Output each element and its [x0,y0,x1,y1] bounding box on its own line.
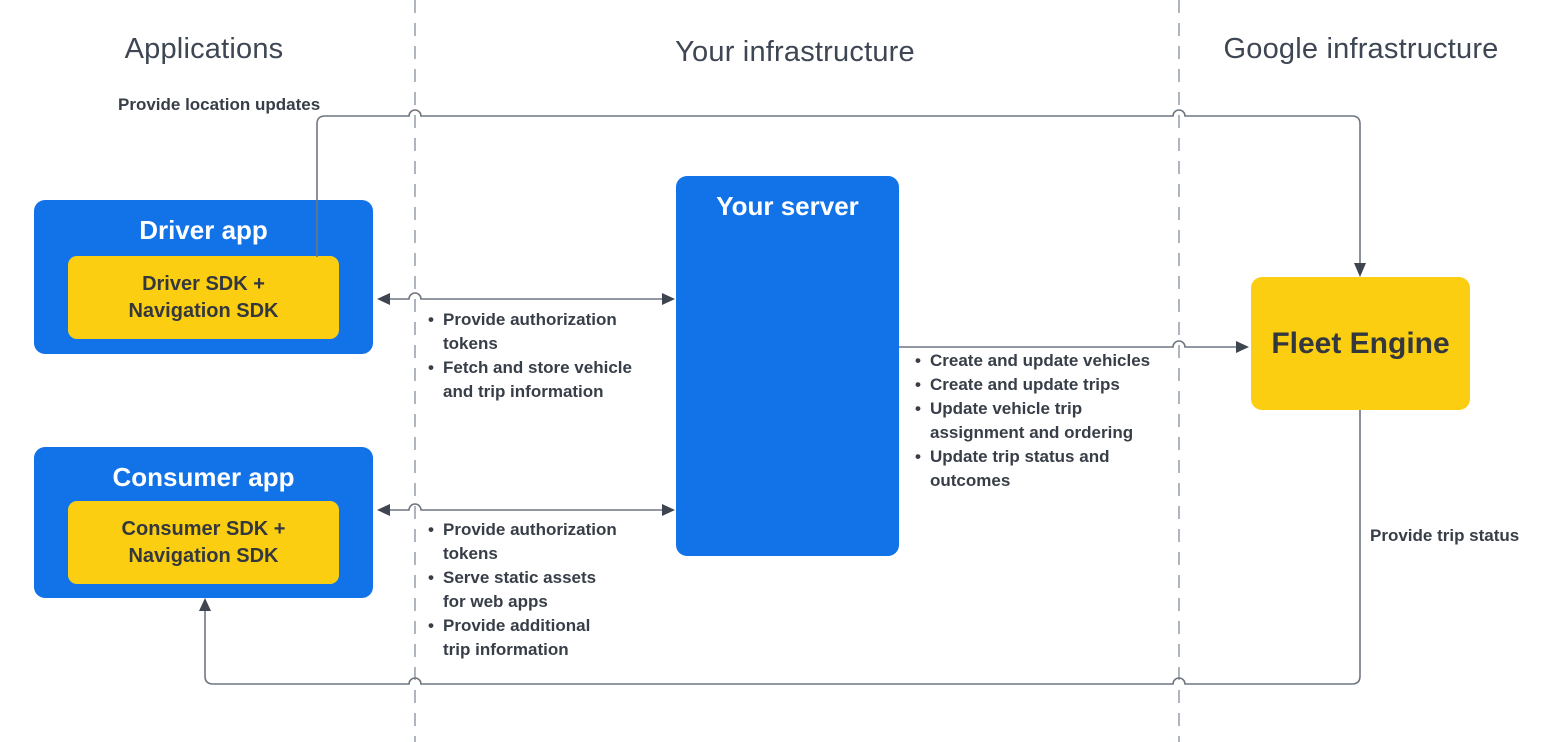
edge-consumer-server [388,503,664,511]
consumer-server-bullet-list: Provide authorization tokens Serve stati… [428,518,668,662]
provide-trip-status-label: Provide trip status [1370,526,1520,545]
arrowhead-into-driver-app [377,293,390,305]
server-fleet-bullet-list: Create and update vehicles Create and up… [915,349,1185,493]
bullet-item: Update trip status and outcomes [915,445,1185,493]
arrowhead-into-server-upper [662,293,675,305]
arrowhead-into-fleet-top [1354,263,1366,277]
fleet-engine-title: Fleet Engine [1271,326,1450,360]
consumer-app-title: Consumer app [112,462,295,492]
arrowhead-into-fleet-left [1236,341,1249,353]
bullet-item: Create and update trips [915,373,1185,397]
bullet-item: Provide authorization tokens [428,518,668,566]
your-server-node: Your server [676,176,899,556]
fleet-engine-node: Fleet Engine [1251,277,1470,410]
driver-sdk-box: Driver SDK + Navigation SDK [68,256,339,339]
column-header-your-infrastructure: Your infrastructure [675,36,915,68]
bullet-item: Update vehicle trip assignment and order… [915,397,1185,445]
bullet-item: Create and update vehicles [915,349,1185,373]
bullet-item: Provide authorization tokens [428,308,668,356]
bullet-item: Provide additional trip information [428,614,668,662]
column-header-google-infrastructure: Google infrastructure [1223,33,1499,65]
driver-server-bullet-list: Provide authorization tokens Fetch and s… [428,308,668,404]
arrowhead-into-server-lower [662,504,675,516]
driver-app-title: Driver app [139,215,268,245]
provide-location-updates-label: Provide location updates [118,95,321,114]
edge-driver-server [388,292,664,300]
driver-sdk-label: Driver SDK + Navigation SDK [128,272,279,322]
your-server-title: Your server [716,191,859,221]
arrowhead-into-consumer-app [377,504,390,516]
bullet-item: Serve static assets for web apps [428,566,668,614]
arrowhead-into-consumer-bottom [199,598,211,611]
consumer-sdk-box: Consumer SDK + Navigation SDK [68,501,339,584]
edge-server-fleet [899,340,1238,348]
column-header-applications: Applications [124,33,284,65]
consumer-app-node: Consumer app Consumer SDK + Navigation S… [34,447,373,598]
consumer-sdk-label: Consumer SDK + Navigation SDK [121,517,286,567]
driver-app-node: Driver app Driver SDK + Navigation SDK [34,200,373,354]
bullet-item: Fetch and store vehicle and trip informa… [428,356,668,404]
